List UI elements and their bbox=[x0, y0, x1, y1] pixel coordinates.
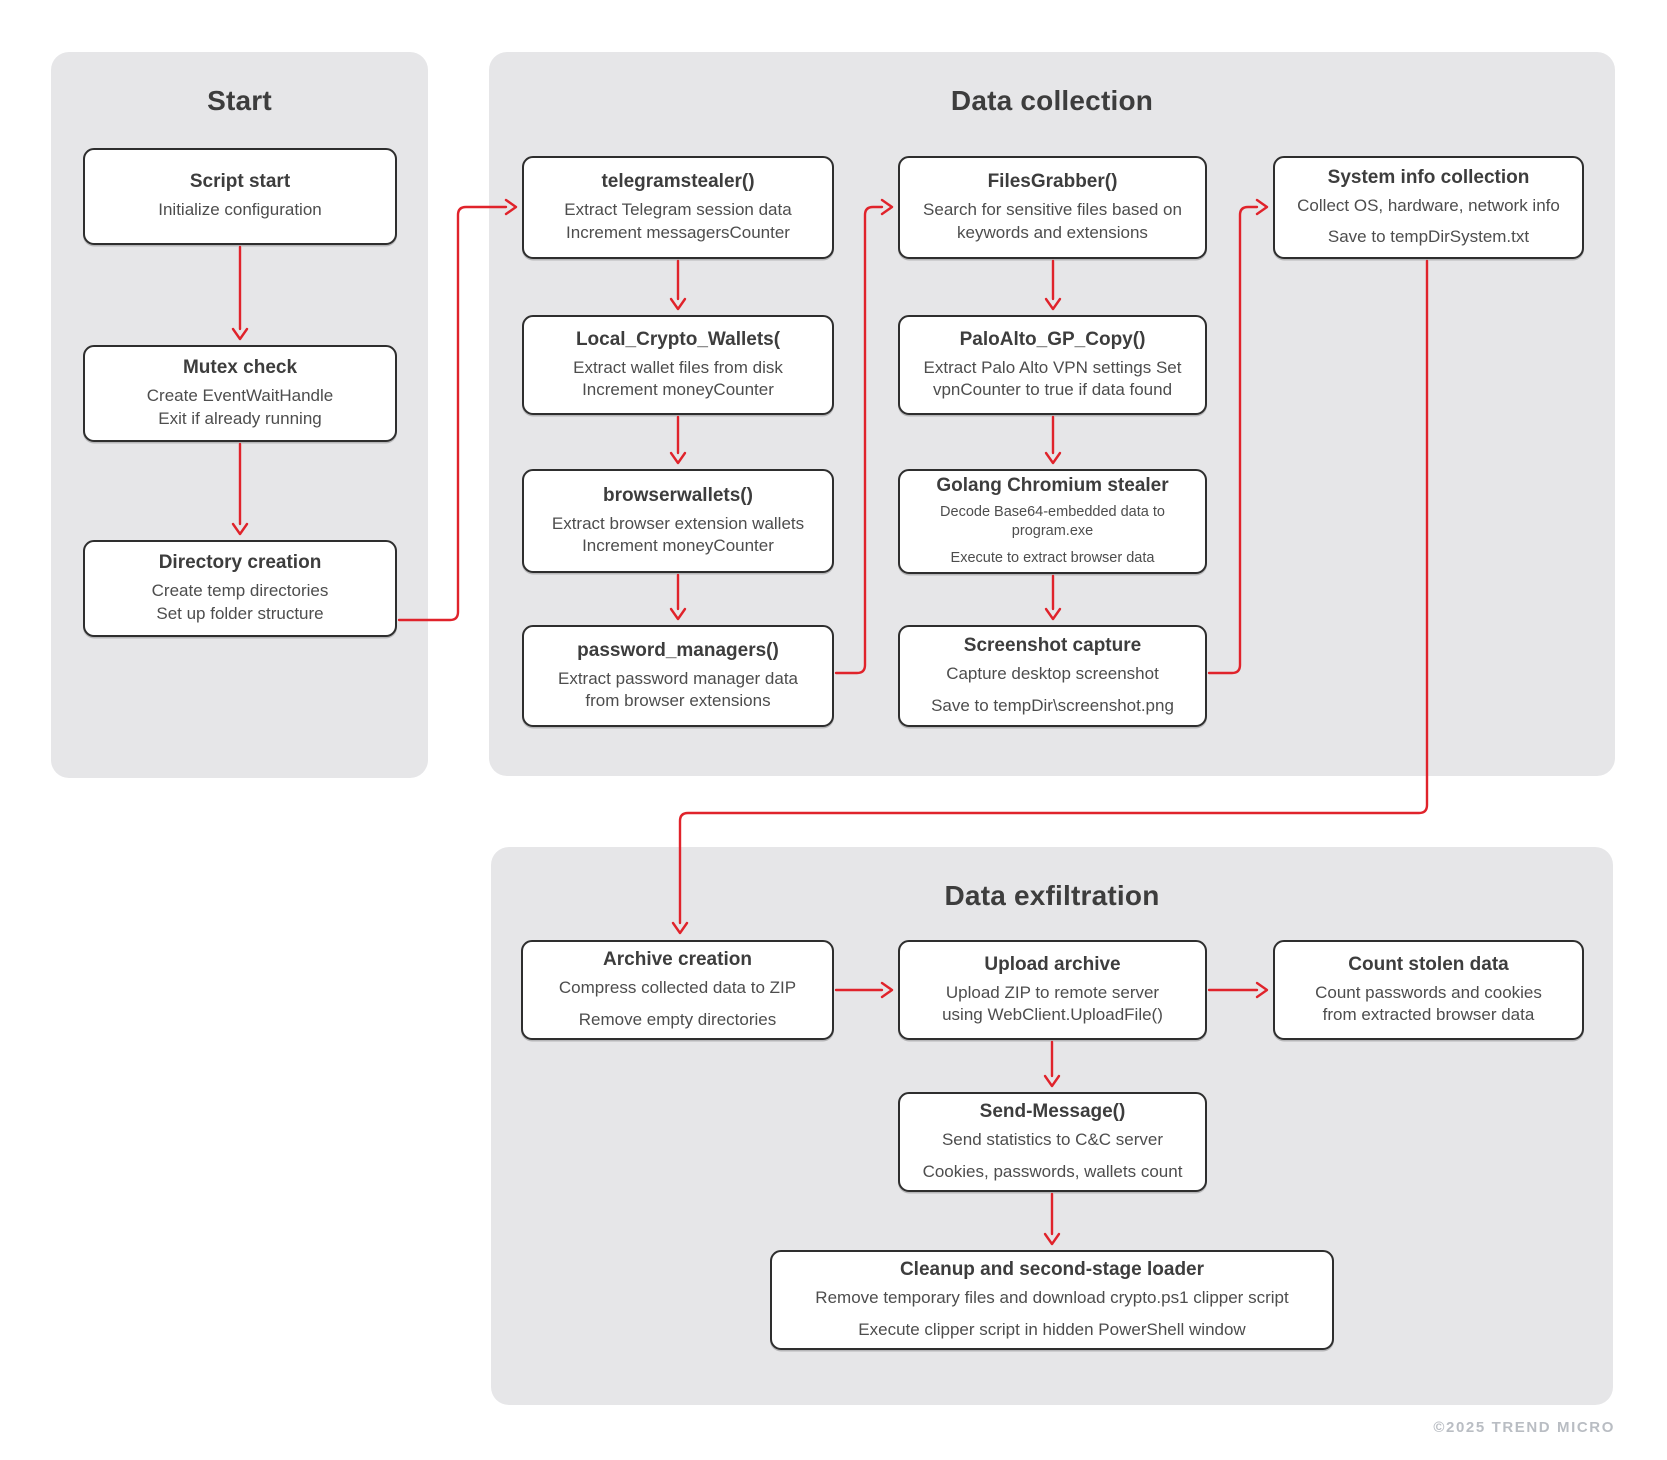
node-line: Extract Telegram session data bbox=[564, 200, 792, 220]
copyright-text: ©2025 TREND MICRO bbox=[1433, 1419, 1615, 1436]
node-title: FilesGrabber() bbox=[987, 171, 1118, 193]
node-line: Set up folder structure bbox=[156, 603, 324, 623]
node-line: Execute clipper script in hidden PowerSh… bbox=[858, 1319, 1246, 1339]
node-title: Send-Message() bbox=[979, 1101, 1126, 1123]
node-line: from browser extensions bbox=[585, 691, 771, 710]
node-line: Extract Palo Alto VPN settings Set bbox=[923, 357, 1182, 377]
node-line: from extracted browser data bbox=[1322, 1005, 1535, 1024]
node-cleanup-second-stage-loader: Cleanup and second-stage loader Remove t… bbox=[770, 1250, 1334, 1350]
node-screenshot-capture: Screenshot capture Capture desktop scree… bbox=[898, 625, 1207, 727]
node-line: Count passwords and cookies bbox=[1315, 982, 1542, 1002]
node-line: Extract browser extension wallets bbox=[551, 513, 805, 533]
node-line: Save to tempDirSystem.txt bbox=[1327, 227, 1530, 246]
node-line: vpnCounter to true if data found bbox=[932, 380, 1173, 399]
node-title: Upload archive bbox=[984, 953, 1121, 975]
panel-start-title: Start bbox=[207, 85, 272, 116]
node-golang-chromium-stealer: Golang Chromium stealer Decode Base64-em… bbox=[898, 469, 1207, 574]
node-line: Increment moneyCounter bbox=[582, 380, 774, 399]
node-title: PaloAlto_GP_Copy() bbox=[959, 328, 1146, 350]
node-line: Compress collected data to ZIP bbox=[558, 978, 797, 998]
node-line: Increment moneyCounter bbox=[582, 536, 774, 555]
node-line: keywords and extensions bbox=[957, 222, 1148, 242]
node-directory-creation: Directory creation Create temp directori… bbox=[83, 540, 397, 637]
node-title: Cleanup and second-stage loader bbox=[899, 1259, 1205, 1281]
node-title: Archive creation bbox=[603, 949, 752, 971]
node-browserwallets: browserwallets() Extract browser extensi… bbox=[522, 469, 834, 573]
node-title: Count stolen data bbox=[1348, 953, 1509, 975]
node-line: Send statistics to C&C server bbox=[941, 1130, 1164, 1150]
node-line: Capture desktop screenshot bbox=[946, 664, 1159, 684]
node-title: Mutex check bbox=[182, 357, 298, 379]
node-title: Script start bbox=[189, 171, 291, 193]
node-line: Upload ZIP to remote server bbox=[945, 982, 1160, 1002]
node-line: Collect OS, hardware, network info bbox=[1297, 195, 1560, 215]
node-title: Local_Crypto_Wallets( bbox=[575, 328, 781, 350]
node-line: Cookies, passwords, wallets count bbox=[922, 1161, 1183, 1181]
node-system-info-collection: System info collection Collect OS, hardw… bbox=[1273, 156, 1584, 259]
node-archive-creation: Archive creation Compress collected data… bbox=[521, 940, 834, 1040]
node-line: Initialize configuration bbox=[158, 200, 322, 220]
node-line: Create temp directories bbox=[151, 581, 329, 601]
node-paloalto-gp-copy: PaloAlto_GP_Copy() Extract Palo Alto VPN… bbox=[898, 315, 1207, 415]
node-title: Golang Chromium stealer bbox=[936, 474, 1169, 496]
node-line: Extract password manager data bbox=[557, 668, 798, 688]
node-line: Exit if already running bbox=[158, 408, 322, 428]
node-local-crypto-wallets: Local_Crypto_Wallets( Extract wallet fil… bbox=[522, 315, 834, 415]
node-line: Create EventWaitHandle bbox=[146, 386, 334, 406]
node-title: password_managers() bbox=[577, 639, 779, 661]
node-title: telegramstealer() bbox=[601, 171, 755, 193]
node-title: browserwallets() bbox=[603, 484, 753, 506]
node-line: Increment messagersCounter bbox=[566, 222, 790, 242]
node-title: System info collection bbox=[1327, 166, 1530, 188]
node-upload-archive: Upload archive Upload ZIP to remote serv… bbox=[898, 940, 1207, 1040]
node-title: Screenshot capture bbox=[963, 635, 1142, 657]
node-telegramstealer: telegramstealer() Extract Telegram sessi… bbox=[522, 156, 834, 259]
panel-data-exfiltration-title: Data exfiltration bbox=[944, 880, 1160, 911]
node-line: using WebClient.UploadFile() bbox=[942, 1005, 1163, 1024]
node-password-managers: password_managers() Extract password man… bbox=[522, 625, 834, 727]
node-line: Save to tempDir\screenshot.png bbox=[931, 695, 1174, 715]
node-line: Decode Base64-embedded data to program.e… bbox=[940, 503, 1165, 539]
node-mutex-check: Mutex check Create EventWaitHandle Exit … bbox=[83, 345, 397, 442]
node-filesgrabber: FilesGrabber() Search for sensitive file… bbox=[898, 156, 1207, 259]
node-line: Execute to extract browser data bbox=[950, 550, 1155, 567]
node-script-start: Script start Initialize configuration bbox=[83, 148, 397, 245]
node-line: Extract wallet files from disk bbox=[573, 357, 783, 377]
node-line: Remove temporary files and download cryp… bbox=[815, 1288, 1289, 1308]
node-title: Directory creation bbox=[158, 552, 322, 574]
node-line: Remove empty directories bbox=[578, 1009, 777, 1029]
node-send-message: Send-Message() Send statistics to C&C se… bbox=[898, 1092, 1207, 1192]
panel-data-collection-title: Data collection bbox=[950, 85, 1154, 116]
node-count-stolen-data: Count stolen data Count passwords and co… bbox=[1273, 940, 1584, 1040]
node-line: Search for sensitive files based on bbox=[923, 200, 1182, 220]
